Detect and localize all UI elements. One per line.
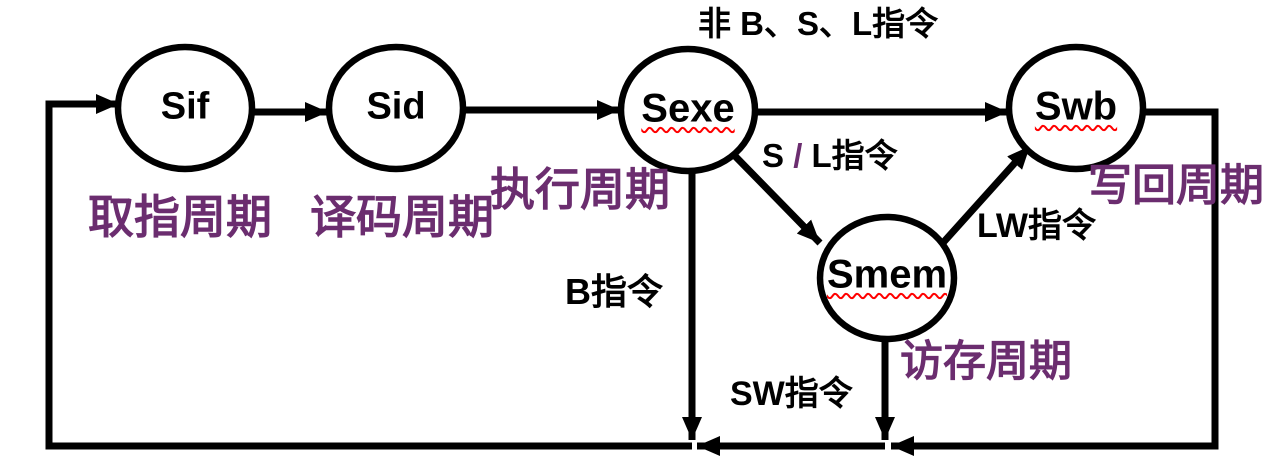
- cycle-label-fetch: 取指周期: [88, 192, 272, 243]
- state-label-smem: Smem: [826, 252, 948, 297]
- edge-label-b: B指令: [565, 271, 663, 312]
- state-label-sif: Sif: [160, 85, 210, 128]
- state-circle-sid: [325, 43, 467, 173]
- state-circle-swb: [1005, 43, 1147, 173]
- edge-label-s-part: S: [762, 137, 794, 174]
- edge-label-non-bsl: 非 B、S、L指令: [698, 5, 939, 42]
- edge-label-lw: LW指令: [977, 207, 1096, 245]
- edge-label-slash: /: [793, 137, 803, 174]
- cycle-label-writeback: 写回周期: [1088, 161, 1264, 210]
- state-label-swb: Swb: [1034, 84, 1118, 129]
- edge-sexe-to-smem: [731, 152, 823, 246]
- edge-smem-to-swb: [938, 143, 1033, 248]
- state-label-sexe: Sexe: [641, 86, 735, 131]
- edge-swb-feedback-right: [891, 108, 1219, 456]
- edge-label-sw: SW指令: [730, 375, 853, 413]
- edge-label-s-or-l: S / L指令: [762, 139, 898, 172]
- cycle-label-memory: 访存周期: [900, 339, 1072, 386]
- cycle-label-execute: 执行周期: [490, 165, 671, 215]
- edge-label-l-part: L指令: [802, 137, 898, 174]
- state-circle-sif: [114, 43, 256, 173]
- state-circle-sexe: [617, 45, 759, 175]
- cycle-label-decode: 译码周期: [310, 192, 494, 243]
- edge-feedback-to-sif: [45, 94, 692, 450]
- state-label-sid: Sid: [366, 85, 426, 128]
- state-circle-smem: [816, 213, 958, 343]
